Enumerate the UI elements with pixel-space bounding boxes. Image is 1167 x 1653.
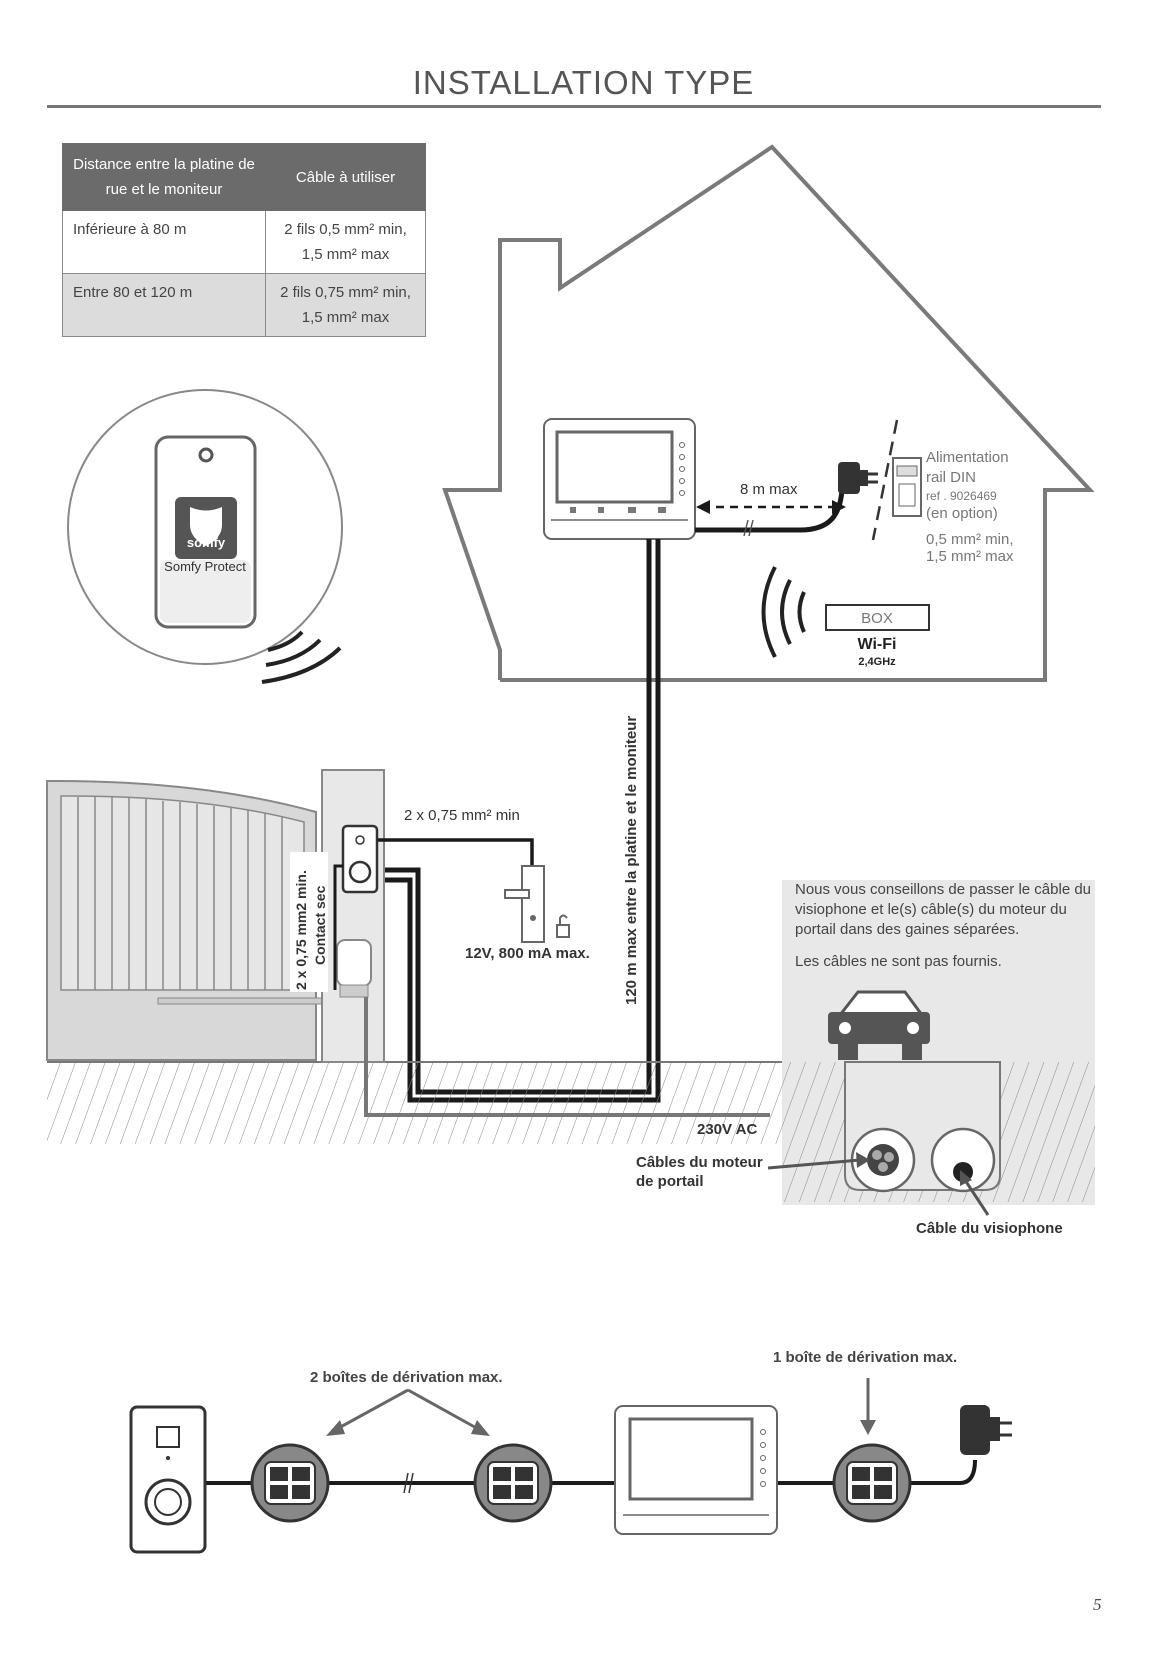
motor-cables-line1: Câbles du moteur (636, 1154, 763, 1171)
gate (46, 779, 359, 1061)
somfy-protect-label: Somfy Protect (164, 559, 246, 574)
gate-motor-icon (336, 939, 372, 998)
info-text: Nous vous conseillons de passer le câble… (795, 880, 1095, 984)
alim-cable-line2: 1,5 mm² max (926, 548, 1014, 565)
car-icon (828, 990, 930, 1060)
table-cell: 2 fils 0,75 mm² min, 1,5 mm² max (265, 273, 426, 337)
din-rail-module-icon (892, 457, 922, 517)
box-label: BOX (861, 610, 893, 627)
cable-table: Distance entre la platine de rue et le m… (62, 143, 426, 337)
monitor (543, 418, 696, 540)
table-cell: 2 fils 0,5 mm² min, 1,5 mm² max (265, 210, 426, 274)
table-header-cable: Câble à utiliser (265, 143, 426, 211)
contact-sec-line1: 2 x 0,75 mm2 min. (293, 870, 309, 990)
somfy-protect-device: somfy Somfy Protect (154, 435, 257, 629)
bottom-street-plate-icon (129, 1405, 207, 1554)
visio-conduit (930, 1127, 996, 1193)
one-box-label: 1 boîte de dérivation max. (773, 1349, 957, 1366)
electric-lock-icon (504, 865, 570, 943)
alim-cable-line1: 0,5 mm² min, (926, 531, 1014, 548)
lock-cable-label: 2 x 0,75 mm² min (404, 807, 520, 824)
eight-m-label: 8 m max (740, 481, 798, 498)
table-header-distance: Distance entre la platine de rue et le m… (62, 143, 266, 211)
lock-cable (378, 838, 534, 866)
box-icon (825, 604, 930, 631)
page-number: 5 (1093, 1595, 1102, 1614)
two-boxes-label: 2 boîtes de dérivation max. (310, 1369, 503, 1386)
power-cable (695, 489, 845, 533)
info-paragraph: Les câbles ne sont pas fournis. (795, 953, 1002, 970)
motor-cables-line2: de portail (636, 1173, 704, 1190)
visio-cable-label: Câble du visiophone (916, 1220, 1063, 1237)
alimentation-label: Alimentation (926, 449, 1009, 466)
wifi-label: Wi-Fi (858, 636, 897, 653)
wifi-freq-label: 2,4GHz (858, 656, 896, 668)
table-header-row: Distance entre la platine de rue et le m… (62, 143, 426, 211)
max-120m-label: 120 m max entre la platine et le moniteu… (623, 716, 640, 1005)
lock-power-label: 12V, 800 mA max. (465, 945, 590, 962)
ac-cable (364, 997, 770, 1117)
table-row: Entre 80 et 120 m 2 fils 0,75 mm² min, 1… (62, 273, 426, 337)
power-adapter-icon (838, 462, 878, 494)
ac-230-label: 230V AC (697, 1121, 757, 1138)
title-divider (47, 105, 1101, 108)
street-plate-icon (341, 824, 379, 894)
table-cell: Entre 80 et 120 m (62, 273, 266, 337)
junction-box-icon (250, 1443, 330, 1523)
contact-sec-line2: Contact sec (312, 885, 328, 965)
table-cell: Inférieure à 80 m (62, 210, 266, 274)
ground (47, 1062, 782, 1144)
bottom-monitor-icon (614, 1405, 778, 1535)
junction-box-icon (473, 1443, 553, 1523)
junction-box-icon (832, 1443, 912, 1523)
house-outline (442, 144, 1095, 682)
page-title: INSTALLATION TYPE (412, 64, 755, 101)
signal-waves-icon (261, 630, 342, 684)
gate-pillar (321, 769, 385, 1063)
rail-din-label: rail DIN (926, 469, 976, 486)
option-label: (en option) (926, 505, 998, 522)
table-row: Inférieure à 80 m 2 fils 0,5 mm² min, 1,… (62, 210, 426, 274)
info-paragraph: Nous vous conseillons de passer le câble… (795, 881, 1092, 938)
somfy-logo: somfy (187, 535, 226, 550)
ref-label: ref . 9026469 (926, 489, 997, 503)
wifi-signal-icon (761, 566, 806, 658)
bottom-power-adapter-icon (960, 1405, 1012, 1455)
